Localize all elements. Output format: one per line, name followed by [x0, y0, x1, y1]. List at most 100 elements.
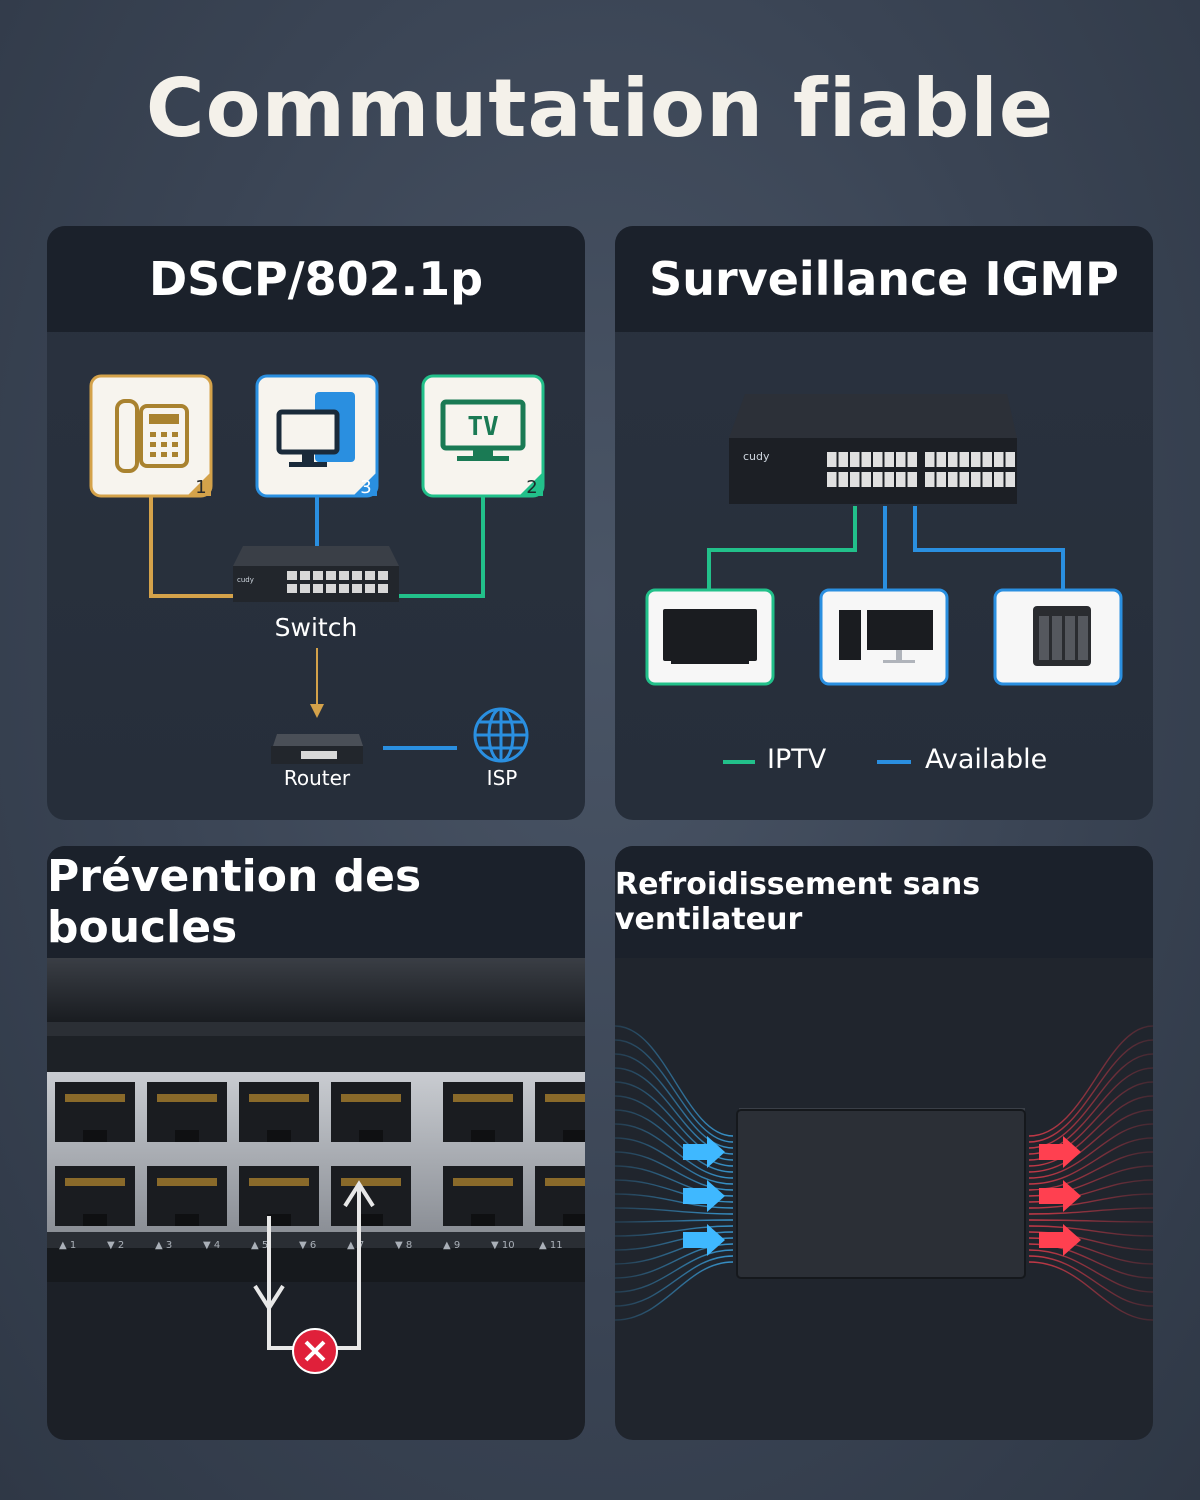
switch-port: [326, 571, 336, 580]
ethernet-port: [443, 1166, 523, 1226]
switch-port: [365, 584, 375, 593]
switch-port: [313, 571, 323, 580]
switch-port: [365, 571, 375, 580]
switch-port: [339, 584, 349, 593]
switch-port: [313, 584, 323, 593]
port-number-label: ▲ 1: [59, 1240, 76, 1251]
fanless-switch-device: [736, 1108, 1026, 1279]
ethernet-port: [443, 1082, 523, 1142]
igmp-switch-port: [994, 452, 1004, 467]
fanless-diagram: [615, 1025, 1153, 1321]
igmp-switch-port: [959, 472, 969, 487]
tv-display-icon: [645, 588, 775, 686]
igmp-panel-title: Surveillance IGMP: [615, 226, 1153, 332]
switch-port: [378, 584, 388, 593]
blocked-x-icon: [292, 1328, 338, 1374]
switch-port: [287, 571, 297, 580]
legend-available-label: Available: [925, 744, 1048, 775]
ethernet-port: [535, 1082, 585, 1142]
switch-label: Switch: [274, 613, 358, 642]
port-number-label: ▼ 6: [299, 1240, 316, 1251]
hot-airflow-lines: [1028, 1025, 1153, 1321]
phone-connection-line: [149, 496, 237, 598]
igmp-switch-port: [850, 452, 860, 467]
available-line-2: [913, 506, 1065, 590]
tv-icon-text: TV: [467, 412, 498, 442]
igmp-switch-port: [907, 452, 917, 467]
qos-panel-title: DSCP/802.1p: [47, 226, 585, 332]
igmp-switch-port: [982, 472, 992, 487]
igmp-switch-port: [884, 472, 894, 487]
igmp-switch-port: [948, 452, 958, 467]
cool-air-arrows: [683, 1136, 725, 1256]
router-device-icon: [271, 734, 363, 764]
tv-device-icon: [421, 374, 545, 498]
router-label: Router: [283, 766, 351, 790]
port-number-label: ▲ 9: [443, 1240, 460, 1251]
loop-panel: Prévention des boucles ▲ 1▼ 2▲ 3▼ 4▲ 5▼ …: [47, 846, 585, 1440]
globe-icon: [473, 707, 529, 763]
ethernet-port: [239, 1166, 319, 1226]
port-number-label: ▼ 10: [491, 1240, 515, 1251]
switch-brand-label: cudy: [237, 576, 254, 584]
switch-port: [300, 571, 310, 580]
igmp-switch-port: [861, 472, 871, 487]
loop-diagram: ▲ 1▼ 2▲ 3▼ 4▲ 5▼ 6▲ 7▼ 8▲ 9▼ 10▲ 11: [47, 958, 585, 1374]
igmp-switch-port: [982, 452, 992, 467]
port-number-label: ▲ 7: [347, 1240, 364, 1251]
port-number-label: ▼ 8: [395, 1240, 412, 1251]
qos-panel: DSCP/802.1p: [47, 226, 585, 820]
ethernet-port: [147, 1166, 227, 1226]
igmp-panel: Surveillance IGMP cudy: [615, 226, 1153, 820]
igmp-switch-port: [936, 452, 946, 467]
ethernet-port: [331, 1166, 411, 1226]
legend-iptv-label: IPTV: [767, 744, 827, 775]
igmp-switch-port: [925, 472, 935, 487]
loop-panel-title: Prévention des boucles: [47, 846, 585, 958]
port-number-label: ▲ 3: [155, 1240, 172, 1251]
igmp-switch-icon: [729, 394, 1017, 504]
down-arrow-icon: [310, 704, 324, 718]
igmp-switch-port: [971, 452, 981, 467]
desktop-computer-icon: [819, 588, 949, 686]
page-title: Commutation fiable: [145, 62, 1055, 155]
port-number-label: ▼ 2: [107, 1240, 124, 1251]
computer-device-icon: [255, 374, 379, 498]
igmp-switch-port: [827, 452, 837, 467]
ethernet-port: [535, 1166, 585, 1226]
igmp-switch-port: [994, 472, 1004, 487]
fanless-panel-title: Refroidissement sans ventilateur: [615, 846, 1153, 958]
tv-priority-badge: 2: [526, 477, 537, 498]
ethernet-port: [331, 1082, 411, 1142]
port-number-label: ▼ 4: [203, 1240, 220, 1251]
igmp-switch-port: [971, 472, 981, 487]
switch-port: [352, 571, 362, 580]
phone-priority-badge: 1: [195, 477, 206, 498]
isp-label: ISP: [486, 766, 518, 790]
ethernet-port: [147, 1082, 227, 1142]
igmp-switch-port: [925, 452, 935, 467]
ethernet-port: [55, 1166, 135, 1226]
igmp-switch-port: [896, 452, 906, 467]
ethernet-port: [55, 1082, 135, 1142]
hot-air-arrows: [1039, 1136, 1081, 1256]
igmp-switch-port: [827, 472, 837, 487]
igmp-switch-port: [861, 452, 871, 467]
cool-airflow-lines: [615, 1025, 734, 1321]
igmp-switch-port: [936, 472, 946, 487]
iptv-line: [707, 506, 857, 590]
igmp-switch-port: [873, 452, 883, 467]
igmp-switch-port: [1005, 472, 1015, 487]
igmp-switch-port: [896, 472, 906, 487]
igmp-switch-port: [959, 452, 969, 467]
phone-device-icon: [89, 374, 213, 498]
ethernet-port: [239, 1082, 319, 1142]
switch-port: [300, 584, 310, 593]
switch-port: [326, 584, 336, 593]
switch-port: [352, 584, 362, 593]
igmp-switch-port: [838, 472, 848, 487]
port-number-label: ▲ 11: [539, 1240, 563, 1251]
switch-port: [287, 584, 297, 593]
pc-priority-badge: 3: [360, 477, 371, 498]
igmp-switch-port: [948, 472, 958, 487]
